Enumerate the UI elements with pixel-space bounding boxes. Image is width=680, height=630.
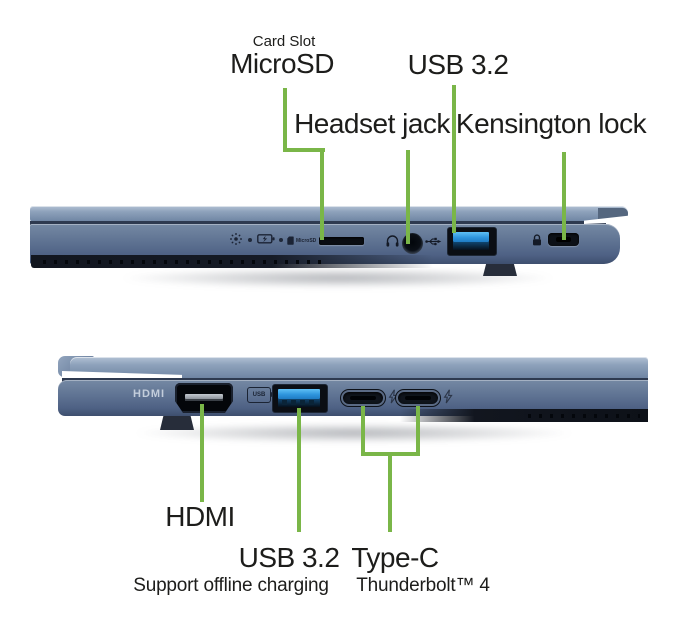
lid-base-gap [62,371,182,379]
status-led [248,238,252,242]
usb-c-slot [405,396,431,400]
callout-line-usb [452,85,456,233]
hdmi-label: HDMI [165,501,235,532]
usb-offline-charging-icon: USB [247,387,274,403]
lid-base-seam [30,221,606,225]
rubber-foot [160,413,194,430]
laptop-shadow [36,264,640,292]
usb-tongue [453,232,489,242]
thunderbolt-icon [388,389,398,404]
usb-contact [300,400,305,405]
laptop-lid-edge [30,206,628,222]
hdmi-marking: HDMI [133,388,166,400]
microsd-slot [319,237,364,245]
sd-card-icon [287,236,294,245]
callout-line-microsd [283,88,287,152]
laptop-lid-tip [598,208,628,219]
usb-contact [309,400,314,405]
typec-label: Type-C [351,542,439,573]
bottom-vent-strip [400,409,648,422]
usb-label-top: USB 3.2 [407,49,509,80]
usb-badge-text: USB [252,392,266,398]
usb-icon [425,236,442,247]
right-side-view: Card Slot MicroSD USB 3.2 Headset jack K… [30,33,647,292]
vent-holes [43,260,323,264]
headset-icon [385,234,400,249]
callout-line-hdmi [200,404,204,502]
keyboard-backlight-icon [229,232,243,246]
callout-line-microsd [283,148,325,152]
usb-c-port-2 [396,390,440,406]
vent-holes [528,414,640,418]
callout-line-typec [388,452,392,532]
callout-line-headset [406,150,410,244]
usb-cavity [278,399,320,407]
usb-cavity [453,242,489,250]
hdmi-port [175,383,233,413]
bottom-vent-strip [31,255,433,268]
laptop-shadow [48,419,660,447]
typec-note-label: Thunderbolt™ 4 [356,575,490,596]
rubber-foot [483,260,517,276]
lid-base-gap [584,215,630,224]
usb-a-port [272,384,328,413]
kensington-lock-icon [531,233,543,248]
microsd-label: MicroSD [230,48,334,79]
thunderbolt-icon [443,389,453,404]
callout-line-usb [297,408,301,532]
laptop-lid-edge [70,357,648,379]
usb-c-slot [350,396,376,400]
microsd-marking-text: MicroSD [296,237,317,244]
card-slot-note-label: Card Slot [252,33,316,50]
microsd-marking: MicroSD [287,236,316,245]
hdmi-connector [185,394,223,401]
callout-line-microsd [320,148,324,240]
left-side-view: HDMI USB [0,315,680,630]
kensington-lock-label: Kensington lock [455,108,647,139]
status-led [279,238,283,242]
usb-note-label: Support offline charging [133,575,329,596]
usb-c-port-1 [341,390,385,406]
usb-label-bottom: USB 3.2 [238,542,340,573]
usb-contact [282,400,287,405]
battery-charge-icon [257,233,275,245]
callout-line-kensington [562,152,566,240]
callout-line-typec [416,406,420,456]
callout-line-typec [361,406,365,456]
usb-tongue [278,389,320,399]
usb-contact [291,400,296,405]
headset-jack-label: Headset jack [294,108,450,139]
